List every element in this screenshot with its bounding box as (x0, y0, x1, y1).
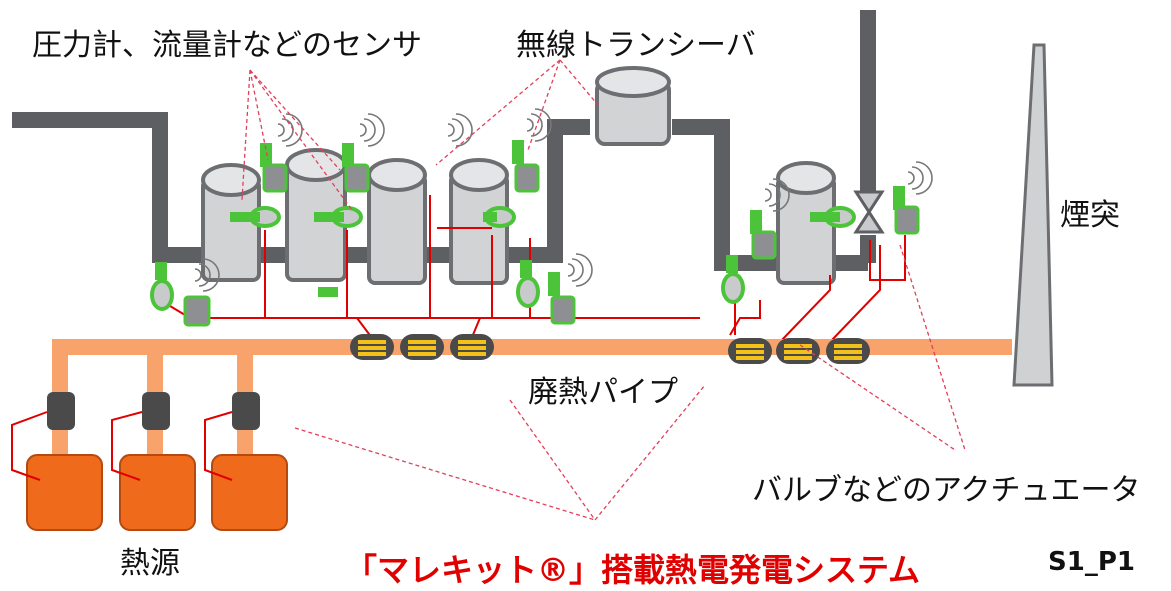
leader-lines (241, 59, 966, 521)
diagram-stage: 圧力計、流量計などのセンサ 無線トランシーバ 煙突 廃熱パイプ バルブなどのアク… (11, 10, 1141, 589)
sensors-label: 圧力計、流量計などのセンサ (32, 28, 422, 63)
tank-top (595, 66, 671, 146)
heat-source-label: 熱源 (120, 546, 180, 581)
sensors (150, 140, 920, 327)
tank (367, 158, 427, 285)
process-tanks (201, 66, 836, 285)
tank (776, 161, 836, 285)
tank (285, 148, 347, 282)
transceiver-label: 無線トランシーバ (516, 28, 756, 63)
actuator-label: バルブなどのアクチュエータ (752, 473, 1141, 508)
chimney (1012, 43, 1054, 387)
slide-code: S1_P1 (1048, 547, 1135, 577)
signal-wiring (159, 195, 906, 343)
chimney-label: 煙突 (1060, 198, 1120, 233)
system-diagram (11, 10, 1054, 531)
waste-heat-pipe-label: 廃熱パイプ (528, 375, 678, 410)
valve-icon (853, 190, 885, 234)
tank (201, 163, 261, 282)
system-caption: 「マレキット®」搭載熱電発電システム (345, 551, 921, 589)
heat-sources (11, 392, 288, 531)
